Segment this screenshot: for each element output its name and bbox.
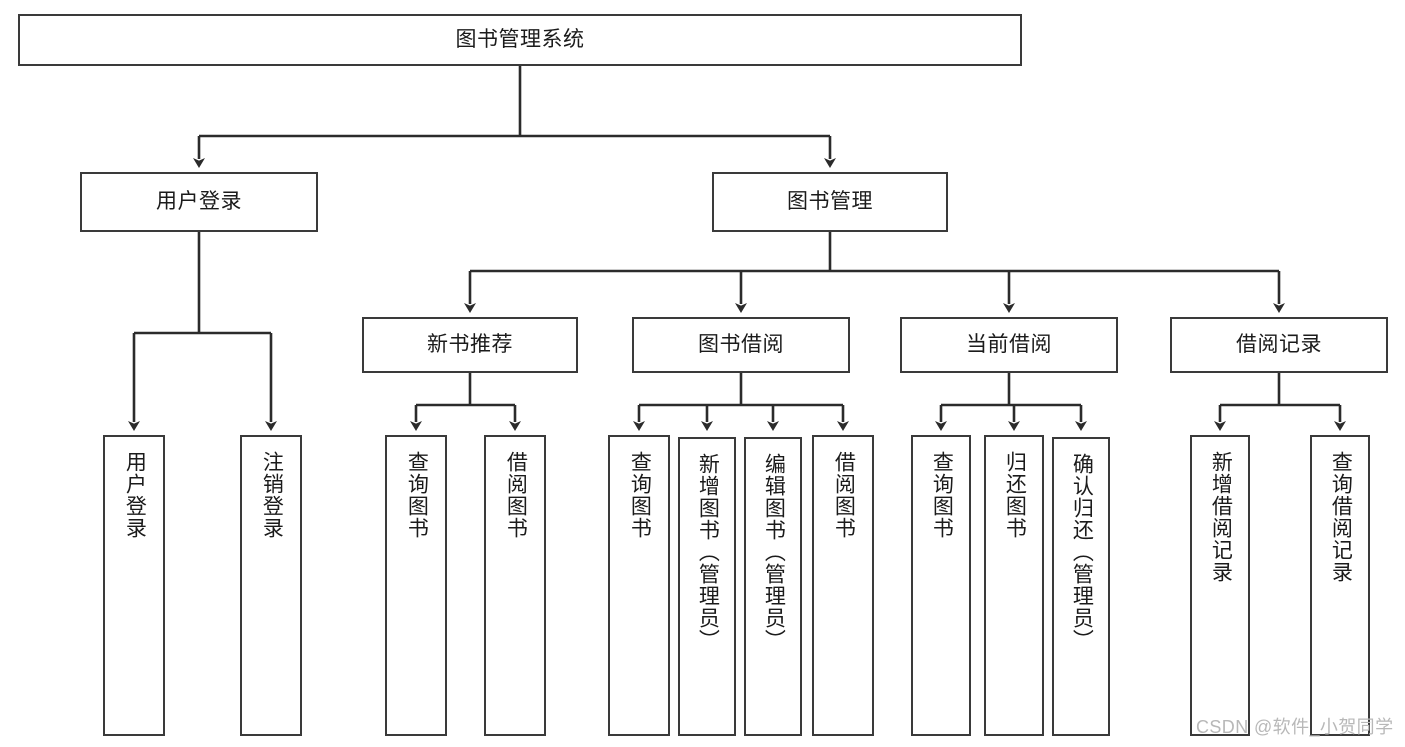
node-leaf-11[interactable]: 新增借阅记录 bbox=[1190, 435, 1250, 736]
node-leaf-label: 确认归还（管理员） bbox=[1070, 453, 1094, 651]
node-leaf-12[interactable]: 查询借阅记录 bbox=[1310, 435, 1370, 736]
node-leaf-5[interactable]: 新增图书（管理员） bbox=[678, 437, 736, 736]
node-leaf-9[interactable]: 归还图书 bbox=[984, 435, 1044, 736]
node-leaf-10[interactable]: 确认归还（管理员） bbox=[1052, 437, 1110, 736]
node-leaf-6[interactable]: 编辑图书（管理员） bbox=[744, 437, 802, 736]
node-leaf-label: 借阅图书 bbox=[504, 451, 528, 539]
watermark: CSDN @软件_小贺同学 bbox=[1196, 717, 1394, 737]
node-leaf-label: 归还图书 bbox=[1003, 451, 1027, 539]
node-level2-1[interactable]: 图书管理 bbox=[712, 172, 948, 232]
node-root[interactable]: 图书管理系统 bbox=[18, 14, 1022, 66]
node-leaf-label: 用户登录 bbox=[123, 451, 147, 539]
node-leaf-4[interactable]: 查询图书 bbox=[608, 435, 670, 736]
node-leaf-label: 新增图书（管理员） bbox=[696, 453, 720, 651]
node-level3-0[interactable]: 新书推荐 bbox=[362, 317, 578, 373]
node-level3-2[interactable]: 当前借阅 bbox=[900, 317, 1118, 373]
node-level2-label: 用户登录 bbox=[156, 189, 242, 213]
node-level2-label: 图书管理 bbox=[787, 189, 873, 213]
node-leaf-8[interactable]: 查询图书 bbox=[911, 435, 971, 736]
node-leaf-label: 编辑图书（管理员） bbox=[762, 453, 786, 651]
node-leaf-label: 注销登录 bbox=[260, 451, 284, 539]
node-leaf-label: 新增借阅记录 bbox=[1209, 451, 1233, 583]
node-leaf-label: 查询图书 bbox=[930, 451, 954, 539]
node-level3-label: 当前借阅 bbox=[966, 332, 1052, 356]
node-leaf-label: 查询借阅记录 bbox=[1329, 451, 1353, 583]
node-leaf-label: 查询图书 bbox=[628, 451, 652, 539]
node-leaf-label: 查询图书 bbox=[405, 451, 429, 539]
node-level3-1[interactable]: 图书借阅 bbox=[632, 317, 850, 373]
node-root-label: 图书管理系统 bbox=[455, 27, 585, 51]
node-level3-label: 新书推荐 bbox=[427, 332, 513, 356]
node-level3-3[interactable]: 借阅记录 bbox=[1170, 317, 1388, 373]
node-leaf-1[interactable]: 注销登录 bbox=[240, 435, 302, 736]
node-leaf-0[interactable]: 用户登录 bbox=[103, 435, 165, 736]
node-leaf-2[interactable]: 查询图书 bbox=[385, 435, 447, 736]
node-leaf-label: 借阅图书 bbox=[832, 451, 856, 539]
node-leaf-7[interactable]: 借阅图书 bbox=[812, 435, 874, 736]
node-leaf-3[interactable]: 借阅图书 bbox=[484, 435, 546, 736]
node-level3-label: 借阅记录 bbox=[1236, 332, 1322, 356]
node-level2-0[interactable]: 用户登录 bbox=[80, 172, 318, 232]
node-level3-label: 图书借阅 bbox=[698, 332, 784, 356]
